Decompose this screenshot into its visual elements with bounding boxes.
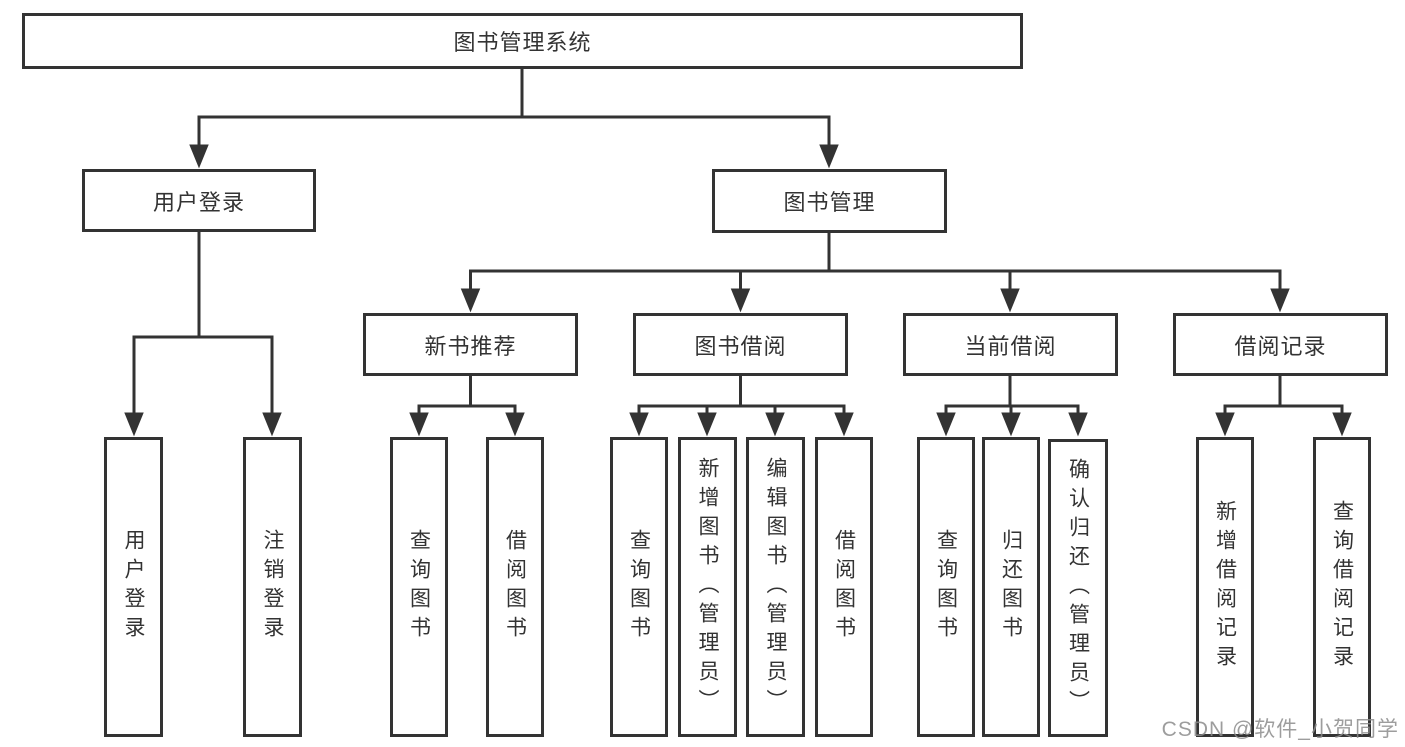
node-label: 借阅图书 (503, 529, 527, 645)
arrow-down-icon (124, 412, 144, 437)
node-label: 确认归还（管理员） (1066, 457, 1090, 719)
arrow-down-icon (505, 412, 525, 437)
node-current-borrowing: 当前借阅 (903, 313, 1118, 376)
edge-book-management-to-level3 (460, 232, 1290, 313)
edge-book-borrowing-to-leaves (629, 376, 854, 437)
arrow-down-icon (1215, 412, 1235, 437)
edge-user-login-to-leaves (124, 231, 282, 437)
node-label: 查询图书 (407, 529, 431, 645)
leaf-return-book: 归还图书 (982, 437, 1040, 737)
arrow-down-icon (189, 144, 209, 169)
arrow-down-icon (262, 412, 282, 437)
leaf-add-borrow-record: 新增借阅记录 (1196, 437, 1254, 737)
node-label: 借阅记录 (1234, 333, 1327, 359)
leaf-edit-book-admin: 编辑图书（管理员） (746, 437, 805, 737)
arrow-down-icon (936, 412, 956, 437)
arrow-down-icon (1000, 288, 1020, 313)
node-label: 归还图书 (999, 529, 1023, 645)
node-label: 新增图书（管理员） (696, 456, 719, 718)
node-label: 当前借阅 (964, 333, 1057, 359)
leaf-query-borrow-record: 查询借阅记录 (1313, 437, 1371, 737)
node-label: 查询图书 (934, 529, 958, 645)
node-user-login: 用户登录 (82, 169, 316, 232)
arrow-down-icon (409, 412, 429, 437)
arrow-down-icon (730, 288, 751, 313)
leaf-add-book-admin: 新增图书（管理员） (678, 437, 737, 737)
edge-borrowing-records-to-leaves (1215, 376, 1352, 437)
node-label: 借阅图书 (832, 529, 856, 645)
arrow-down-icon (460, 288, 481, 313)
node-label: 图书借阅 (694, 333, 787, 359)
csdn-watermark: CSDN @软件_小贺同学 (1161, 718, 1399, 741)
node-label: 查询借阅记录 (1330, 500, 1354, 674)
node-label: 新书推荐 (424, 333, 517, 359)
edge-root-to-level2 (189, 68, 839, 169)
node-label: 查询图书 (627, 529, 651, 645)
arrow-down-icon (629, 412, 649, 437)
leaf-query-books-recommend: 查询图书 (390, 437, 448, 737)
node-borrowing-records: 借阅记录 (1173, 313, 1388, 376)
node-library-management-system: 图书管理系统 (22, 13, 1023, 69)
node-label: 图书管理 (783, 190, 876, 215)
arrow-down-icon (697, 412, 717, 437)
node-label: 新增借阅记录 (1213, 500, 1237, 674)
node-label: 用户登录 (152, 189, 245, 215)
arrow-down-icon (1332, 412, 1352, 437)
node-book-borrowing: 图书借阅 (633, 313, 848, 376)
arrow-down-icon (819, 144, 839, 169)
arrow-down-icon (765, 412, 785, 437)
leaf-logout: 注销登录 (243, 437, 302, 737)
arrow-down-icon (1001, 412, 1021, 437)
edge-current-borrowing-to-leaves (936, 376, 1088, 437)
arrow-down-icon (834, 412, 854, 437)
leaf-borrow-books-borrowing: 借阅图书 (815, 437, 873, 737)
leaf-query-books-current: 查询图书 (917, 437, 975, 737)
node-book-management: 图书管理 (712, 169, 947, 233)
node-new-book-recommendation: 新书推荐 (363, 313, 578, 376)
arrow-down-icon (1270, 288, 1290, 313)
node-label: 图书管理系统 (453, 30, 592, 55)
edge-new-book-recommendation-to-leaves (409, 376, 525, 437)
leaf-user-login: 用户登录 (104, 437, 163, 737)
node-label: 注销登录 (261, 529, 284, 645)
leaf-confirm-return-admin: 确认归还（管理员） (1048, 439, 1108, 737)
leaf-borrow-books-recommend: 借阅图书 (486, 437, 544, 737)
node-label: 编辑图书（管理员） (764, 456, 787, 718)
arrow-down-icon (1068, 412, 1088, 437)
node-label: 用户登录 (122, 529, 145, 645)
leaf-query-books-borrowing: 查询图书 (610, 437, 668, 737)
